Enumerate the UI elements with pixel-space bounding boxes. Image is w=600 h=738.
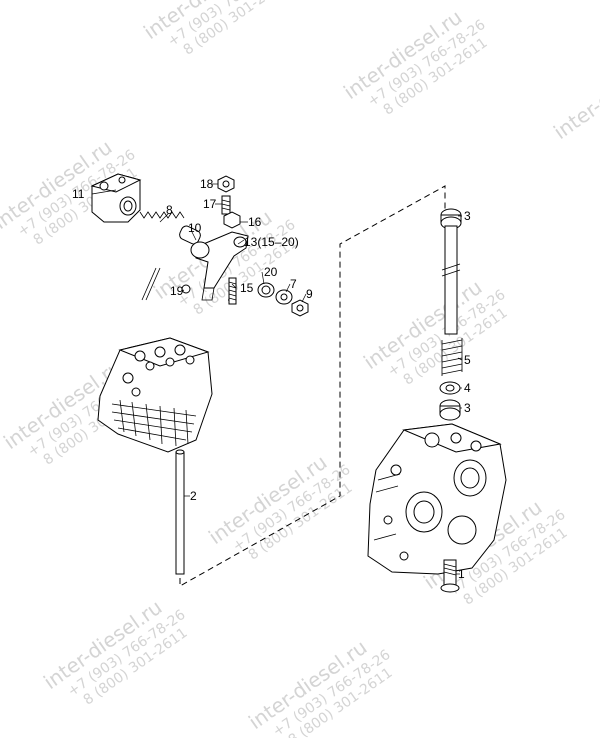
watermark: inter-diesel.ru +7 (903) 766-78-26 8 (80… [339, 5, 490, 119]
valve-spring-part5 [441, 338, 463, 376]
spring-part8 [139, 211, 185, 219]
push-rod-part2 [175, 449, 185, 575]
fastener-part19 [181, 284, 191, 294]
callout-3-top: 3 [464, 209, 471, 223]
collar-part3b [439, 399, 461, 421]
washer-part7 [275, 289, 293, 305]
callout-20: 20 [264, 265, 278, 279]
leader-lines [91, 183, 463, 575]
shaft-assembly [440, 208, 462, 335]
callout-16: 16 [248, 215, 262, 229]
watermark: inter-diesel.ru +7 (903) 766-78-26 8 (80… [359, 275, 510, 389]
cylinder-head [97, 337, 213, 453]
watermark: inter-diesel.ru [549, 45, 600, 144]
callout-4: 4 [464, 381, 471, 395]
callout-13: 13(15–20) [244, 235, 299, 249]
callout-17: 17 [203, 197, 217, 211]
watermark: inter-diesel.ru +7 (903) 766-78-26 8 (80… [139, 0, 290, 59]
engine-housing [367, 423, 507, 575]
callout-10: 10 [188, 221, 202, 235]
pin-part15 [228, 277, 237, 305]
callout-labels: 11 8 10 18 17 16 13(15–20) 20 7 9 15 19 … [72, 177, 471, 581]
watermark-site: inter-diesel.ru [549, 45, 600, 144]
callout-2: 2 [190, 489, 197, 503]
washer-part20 [257, 282, 275, 298]
callout-5: 5 [464, 353, 471, 367]
watermark: inter-diesel.ru +7 (903) 766-78-26 8 (80… [39, 595, 190, 709]
bolt-part1 [440, 559, 460, 593]
callout-18: 18 [200, 177, 214, 191]
adjuster-nut-part18 [217, 175, 235, 193]
callout-8: 8 [166, 203, 173, 217]
nut-part16 [223, 211, 241, 229]
rocker-bracket [90, 173, 142, 223]
callout-9: 9 [306, 287, 313, 301]
callout-1: 1 [458, 567, 465, 581]
callout-11: 11 [72, 187, 85, 201]
watermark: inter-diesel.ru +7 (903) 766-78-26 8 (80… [244, 635, 395, 738]
rocker-arm [190, 231, 249, 301]
callout-15: 15 [240, 281, 254, 295]
stamp-mark [141, 267, 161, 301]
nut-part9 [291, 299, 309, 317]
callout-3-bottom: 3 [464, 401, 471, 415]
callout-7: 7 [290, 277, 297, 291]
watermark: inter-diesel.ru +7 (903) 766-78-26 8 (80… [204, 450, 355, 564]
bushing-part10 [179, 225, 201, 245]
adjuster-screw-part17 [221, 195, 231, 215]
callout-19: 19 [170, 284, 184, 298]
washer-part4 [439, 381, 461, 395]
